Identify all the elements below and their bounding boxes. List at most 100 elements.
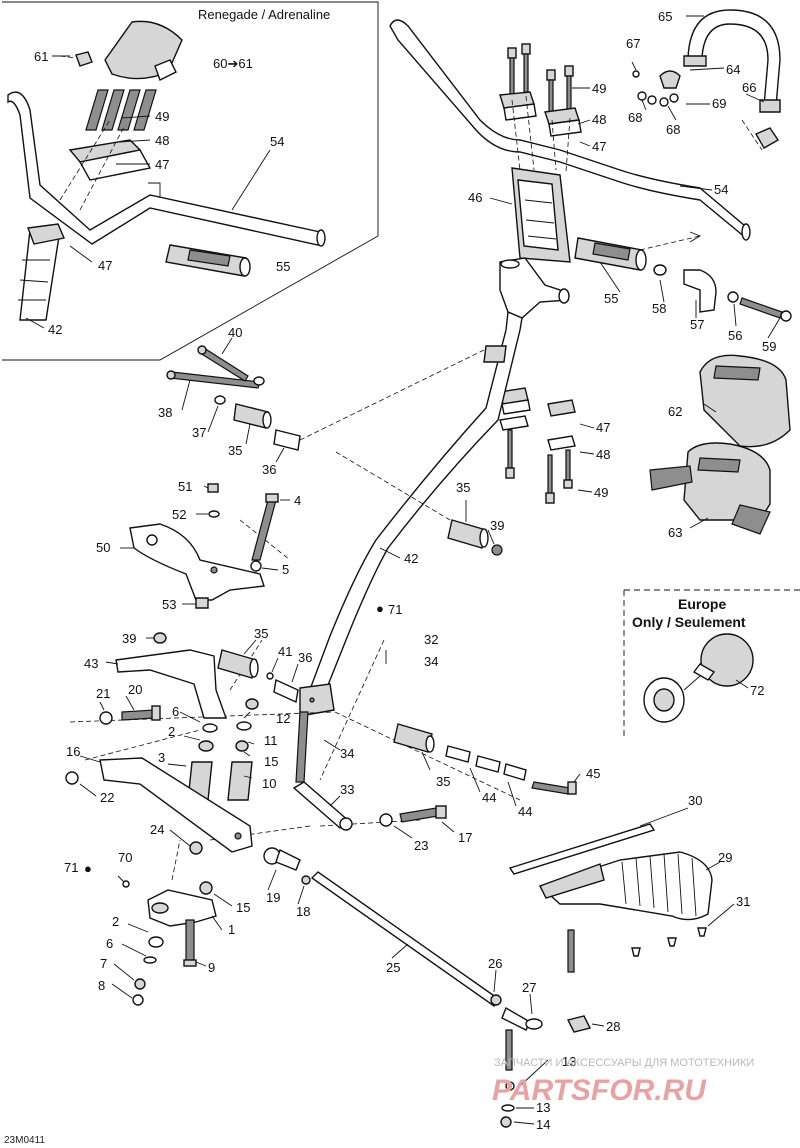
callout-71: 71 [388, 602, 402, 617]
callout-5: 5 [282, 562, 289, 577]
callout-44: 44 [482, 790, 496, 805]
callout-13: 13 [562, 1054, 576, 1069]
callout-48: 48 [155, 133, 169, 148]
diagram-ref: 23M0411 [4, 1135, 45, 1146]
steering-arm-lower [122, 880, 217, 1006]
callout-67: 67 [626, 36, 640, 51]
pivot-bushings [233, 403, 301, 451]
callout-68: 68 [666, 122, 680, 137]
linkage-chain [393, 723, 577, 795]
callout-57: 57 [690, 317, 704, 332]
inset-handlebar [7, 91, 321, 246]
callout-9: 9 [208, 960, 215, 975]
callout-6: 6 [172, 704, 179, 719]
callout-56: 56 [728, 328, 742, 343]
callout-21: 21 [96, 686, 110, 701]
callout-39: 39 [122, 631, 136, 646]
callout-49: 49 [592, 81, 606, 96]
callout-47: 47 [596, 420, 610, 435]
callout-38: 38 [158, 405, 172, 420]
right-bushing-35 [447, 519, 503, 556]
callout-55: 55 [604, 291, 618, 306]
callout-48: 48 [596, 447, 610, 462]
main-grip [574, 237, 647, 271]
steering-column [304, 310, 523, 701]
callout-66: 66 [742, 80, 756, 95]
europe-title-1: Europe [678, 596, 726, 612]
bolt-17 [379, 805, 447, 827]
oil-drop-icon: ● [84, 861, 92, 876]
callout-64: 64 [726, 62, 740, 77]
callout-45: 45 [586, 766, 600, 781]
callout-46: 46 [468, 190, 482, 205]
europe-title-2: Only / Seulement [632, 614, 746, 630]
callout-31: 31 [736, 894, 750, 909]
callout-52: 52 [172, 507, 186, 522]
callout-6: 6 [106, 936, 113, 951]
callout-51: 51 [178, 479, 192, 494]
bolt-20 [99, 705, 161, 725]
callout-44: 44 [518, 804, 532, 819]
callout-30: 30 [688, 793, 702, 808]
column-clamp-lower [499, 387, 576, 504]
callout-49: 49 [155, 109, 169, 124]
callout-65: 65 [658, 9, 672, 24]
callout-12: 12 [276, 711, 290, 726]
callout-10: 10 [262, 776, 276, 791]
column-bottom-bracket [299, 683, 335, 717]
callout-32: 32 [424, 632, 438, 647]
steering-lower-arm [65, 757, 253, 855]
steering-yoke [499, 257, 570, 319]
callout-34: 34 [340, 746, 354, 761]
pivot-bolts [166, 345, 265, 405]
callout-22: 22 [100, 790, 114, 805]
callout-59: 59 [762, 339, 776, 354]
callout-61: 61 [34, 49, 48, 64]
bar-end-parts [653, 264, 792, 322]
callout-70: 70 [118, 850, 132, 865]
watermark-line: ЗАПЧАСТИ И АКСЕССУАРЫ ДЛЯ МОТОТЕХНИКИ [494, 1057, 754, 1069]
callout-71: 71 [64, 860, 78, 875]
callout-15: 15 [264, 754, 278, 769]
callout-35: 35 [456, 480, 470, 495]
callout-69: 69 [712, 96, 726, 111]
callout-11: 11 [264, 733, 278, 748]
callout-54: 54 [714, 182, 728, 197]
callout-13: 13 [536, 1100, 550, 1115]
callout-28: 28 [606, 1019, 620, 1034]
callout-40: 40 [228, 325, 242, 340]
callout-53: 53 [162, 597, 176, 612]
callout-68: 68 [628, 110, 642, 125]
inset-grip [165, 244, 251, 277]
callout-41: 41 [278, 644, 292, 659]
callout-49: 49 [594, 485, 608, 500]
oil-drop-icon: ● [376, 601, 384, 616]
inset-note: 60➔61 [213, 56, 253, 71]
callout-47: 47 [98, 258, 112, 273]
callout-26: 26 [488, 956, 502, 971]
callout-35: 35 [254, 626, 268, 641]
callout-35: 35 [436, 774, 450, 789]
callout-62: 62 [668, 404, 682, 419]
callout-19: 19 [266, 890, 280, 905]
hose-clamp-parts [632, 70, 779, 151]
riser-top-bolts [507, 43, 574, 119]
callout-43: 43 [84, 656, 98, 671]
callout-15: 15 [236, 900, 250, 915]
callout-2: 2 [168, 724, 175, 739]
pushrod-33 [292, 711, 353, 831]
callout-18: 18 [296, 904, 310, 919]
inset-title: Renegade / Adrenaline [198, 7, 330, 22]
lower-nuts-13-14 [500, 1081, 515, 1128]
callout-33: 33 [340, 782, 354, 797]
callout-55: 55 [276, 259, 290, 274]
inset-bolts [85, 89, 157, 131]
callout-36: 36 [298, 650, 312, 665]
lower-bracket-43 [115, 632, 299, 719]
riser-block [511, 167, 571, 263]
watermark: ЗАПЧАСТИ И АКСЕССУАРЫ ДЛЯ МОТОТЕХНИКИ PA… [492, 1057, 754, 1107]
callout-labels: 61 49 48 47 54 47 55 42 65 67 64 66 69 6… [34, 9, 776, 1132]
callout-3: 3 [158, 750, 165, 765]
rivets-31 [567, 927, 707, 973]
